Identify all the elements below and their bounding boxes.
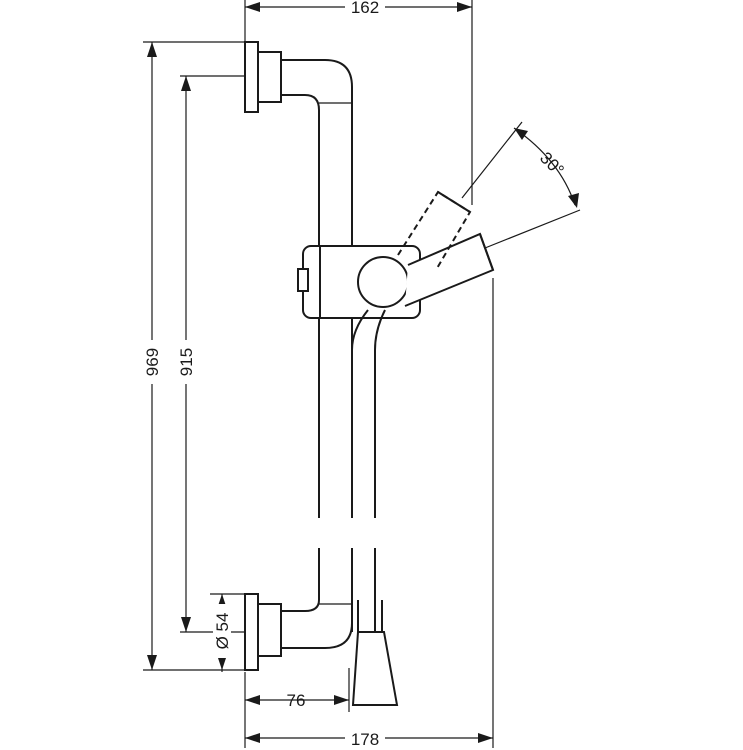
dim-76-label: 76 — [287, 691, 306, 710]
dim-178-label: 178 — [351, 730, 379, 749]
dim-angle-label: 30° — [536, 148, 568, 180]
hose-cone — [351, 631, 399, 706]
shower-hose — [351, 309, 399, 706]
extension-lines — [143, 0, 581, 748]
dim-162-label: 162 — [351, 0, 379, 17]
bottom-wall-flange — [244, 593, 259, 671]
dim-969-label: 969 — [143, 348, 162, 376]
swivel-joint — [357, 256, 409, 308]
shower-rail — [244, 41, 353, 671]
dim-915-label: 915 — [177, 348, 196, 376]
top-elbow — [281, 59, 353, 246]
holder-arm — [404, 232, 495, 307]
rail-tube — [318, 318, 353, 598]
slider-button — [297, 268, 309, 292]
bottom-wall-rosette — [257, 603, 282, 657]
dim-diameter-label: Ø 54 — [213, 613, 232, 650]
dimension-labels: 162 178 76 969 915 Ø 54 30° — [143, 0, 568, 749]
slider-assembly — [297, 190, 495, 319]
top-wall-rosette — [257, 51, 282, 103]
top-wall-flange — [244, 41, 259, 113]
bottom-elbow — [281, 598, 353, 649]
